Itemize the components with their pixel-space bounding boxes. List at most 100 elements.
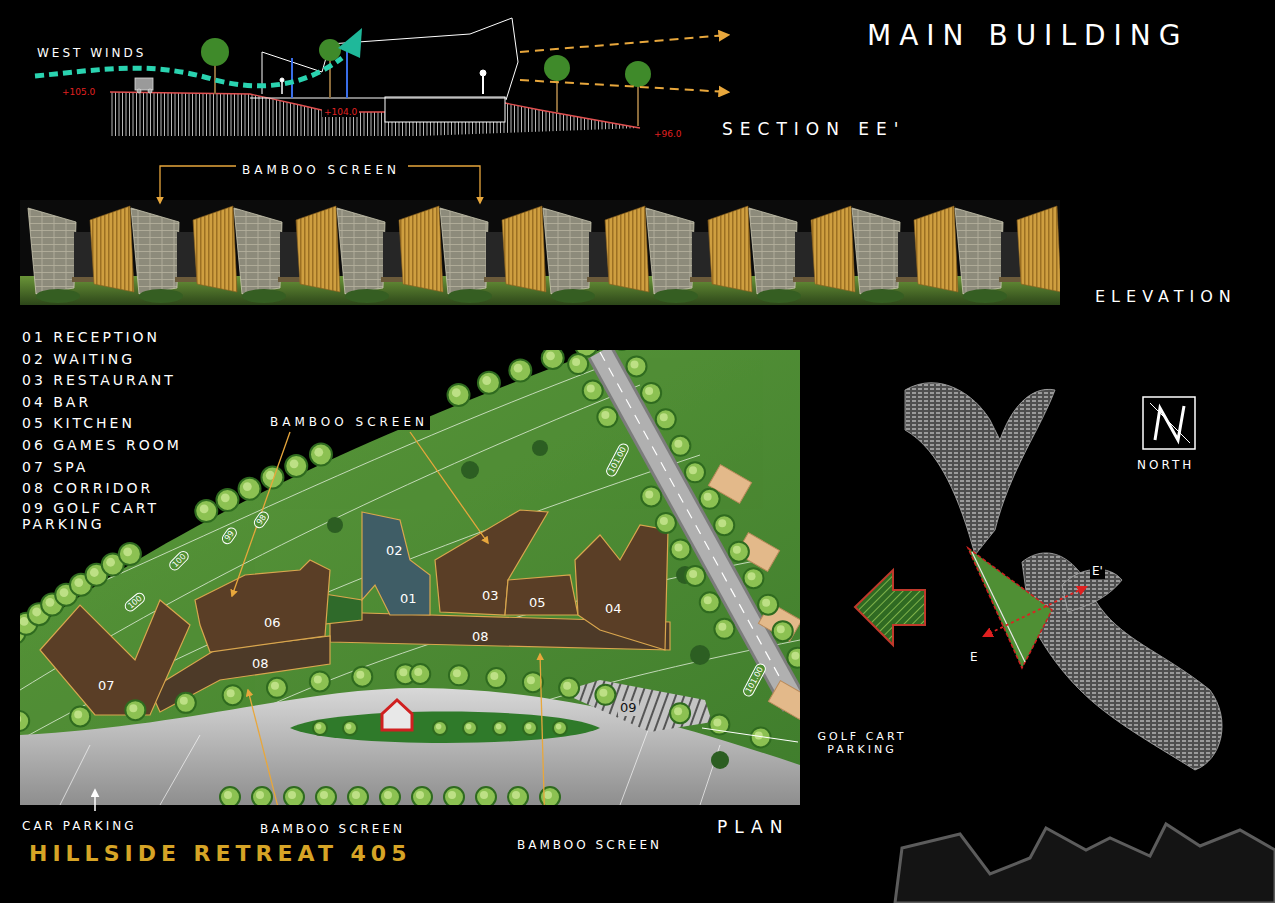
building-facade [757,289,801,303]
tree [416,791,424,799]
ground-hatch [563,114,564,131]
sheet-title: MAIN BUILDING [865,20,1190,52]
parking-line [60,745,90,805]
tree [288,791,296,799]
parking-line [620,725,650,805]
tree [718,519,726,527]
ground-hatch [164,93,165,136]
building-facade [28,206,1060,303]
tree [641,486,661,506]
building-plan [40,600,190,715]
ground-hatch [175,93,176,136]
tree [271,682,279,690]
label-holder: SECTION EE' [720,120,907,140]
annotation-label: GOLF CART PARKING [803,731,921,756]
ground-hatch [122,92,123,136]
ground-hatch [588,119,589,130]
key-plan [905,383,1222,770]
tree [284,787,304,805]
ground-hatch [581,117,582,130]
label-holder: 03 [480,585,501,604]
tree [729,542,749,562]
ground-hatch [210,93,211,136]
road [600,352,795,705]
room-number: 07 [96,679,117,694]
label-holder: NORTH [1135,454,1196,473]
tree [595,685,615,705]
tree [285,455,307,477]
level-mark: +105.0 [60,87,97,97]
building-facade [551,289,595,303]
label-holder: 08 CORRIDOR [20,478,155,497]
label-holder: 07 [96,675,117,694]
tree [791,652,799,660]
section-tree [544,55,570,81]
tree [482,376,491,385]
elevation-render [20,200,1060,305]
room-number: 08 [250,657,271,672]
label-holder: E [968,646,980,665]
tree [544,791,552,799]
ground-hatch [532,108,533,132]
tree [704,596,712,604]
tree [448,384,470,406]
person-figure [281,82,283,94]
building-facade [955,208,1003,294]
ground-hatch [518,106,519,133]
tree [523,672,543,692]
tree [448,384,470,406]
tree [670,703,690,723]
tree [546,351,555,360]
ground-hatch [283,101,284,136]
person-figure [480,70,486,76]
tree [352,667,372,687]
ground-hatch [119,92,120,136]
label-holder: 02 WAITING [20,349,137,368]
tree [523,672,543,692]
building-facade [811,206,855,292]
ground-hatch [161,93,162,136]
key-plan [905,383,1055,555]
annotation-label: BAMBOO SCREEN [240,164,402,178]
tree [176,693,196,713]
wind-arrowhead [338,28,362,58]
tree [412,787,432,805]
tree [645,490,653,498]
tree [729,542,749,562]
ground-hatch [374,112,375,136]
tree [601,411,609,419]
tree [656,513,676,533]
ground-hatch [206,93,207,136]
terrain [20,350,800,805]
ground-hatch [514,105,515,133]
leader-line [540,654,545,805]
ground-hatch [542,110,543,131]
leader-arrow [94,790,96,811]
building-plan [40,510,670,715]
building-plan [505,575,578,615]
leader-line [160,166,236,203]
legend-item: 02 WAITING [20,351,137,367]
tree [514,364,523,373]
tree [685,462,705,482]
section-mark: E [968,651,980,665]
tree [310,443,332,465]
tree [553,721,567,735]
ground-hatch [213,93,214,136]
ground-hatch [304,106,305,136]
label-holder: 03 RESTAURANT [20,370,178,389]
ground-hatch [241,94,242,136]
label-holder: 05 [527,592,548,611]
ground-hatch [126,92,127,136]
section-tree [637,84,639,126]
label-holder: 08 [250,653,271,672]
label-holder: 09 GOLF CART PARKING [20,500,185,533]
tree [700,489,720,509]
legend-item: 06 GAMES ROOM [20,437,184,453]
tree [700,489,720,509]
leader-line [248,690,280,805]
ground-hatch [189,93,190,136]
section-tree [625,61,651,87]
north-label: NORTH [1135,459,1196,473]
